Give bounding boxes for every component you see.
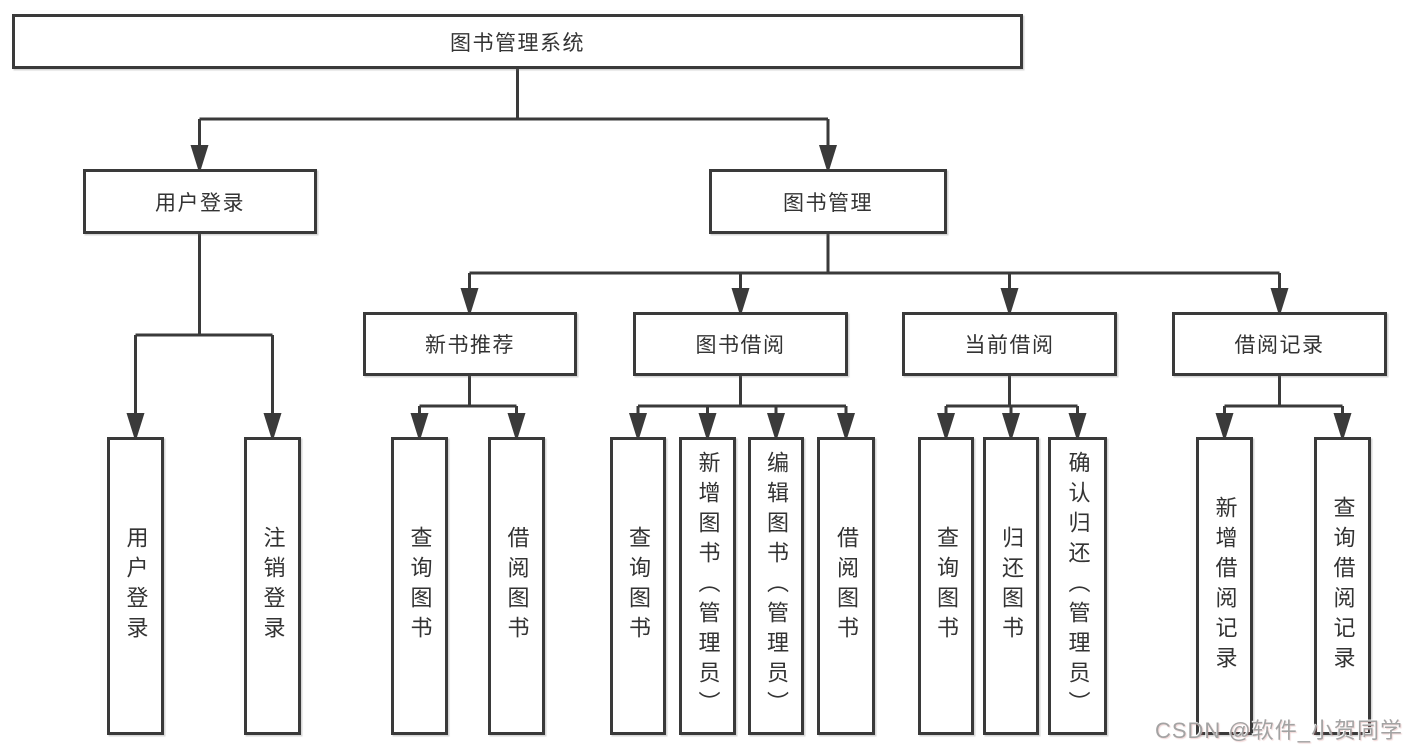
leaf-nbr-borrow-books: 借阅图书 (488, 437, 545, 735)
leaf-cb-query-books: 查询图书 (918, 437, 974, 735)
watermark: CSDN @软件_小贺同学 (1154, 718, 1403, 743)
leaf-cb-return-books: 归还图书 (983, 437, 1039, 735)
leaf-bb-edit-books-admin: 编辑图书（管理员） (748, 437, 804, 735)
node-book-management: 图书管理 (709, 169, 947, 234)
leaf-bb-borrow-books: 借阅图书 (817, 437, 875, 735)
leaf-logout: 注销登录 (244, 437, 301, 735)
node-borrow-records: 借阅记录 (1172, 312, 1387, 376)
leaf-bb-query-books: 查询图书 (610, 437, 666, 735)
leaf-cb-confirm-return-admin: 确认归还（管理员） (1048, 437, 1107, 735)
leaf-br-query-record: 查询借阅记录 (1314, 437, 1371, 735)
node-user-login: 用户登录 (83, 169, 317, 234)
node-library-management-system: 图书管理系统 (12, 14, 1023, 69)
leaf-bb-add-books-admin: 新增图书（管理员） (679, 437, 736, 735)
leaf-nbr-query-books: 查询图书 (391, 437, 448, 735)
node-current-borrow: 当前借阅 (902, 312, 1117, 376)
tree-branch-lines (134, 69, 1344, 419)
node-new-book-recommend: 新书推荐 (363, 312, 577, 376)
node-book-borrow: 图书借阅 (633, 312, 848, 376)
leaf-user-login: 用户登录 (107, 437, 164, 735)
leaf-br-add-record: 新增借阅记录 (1196, 437, 1253, 735)
